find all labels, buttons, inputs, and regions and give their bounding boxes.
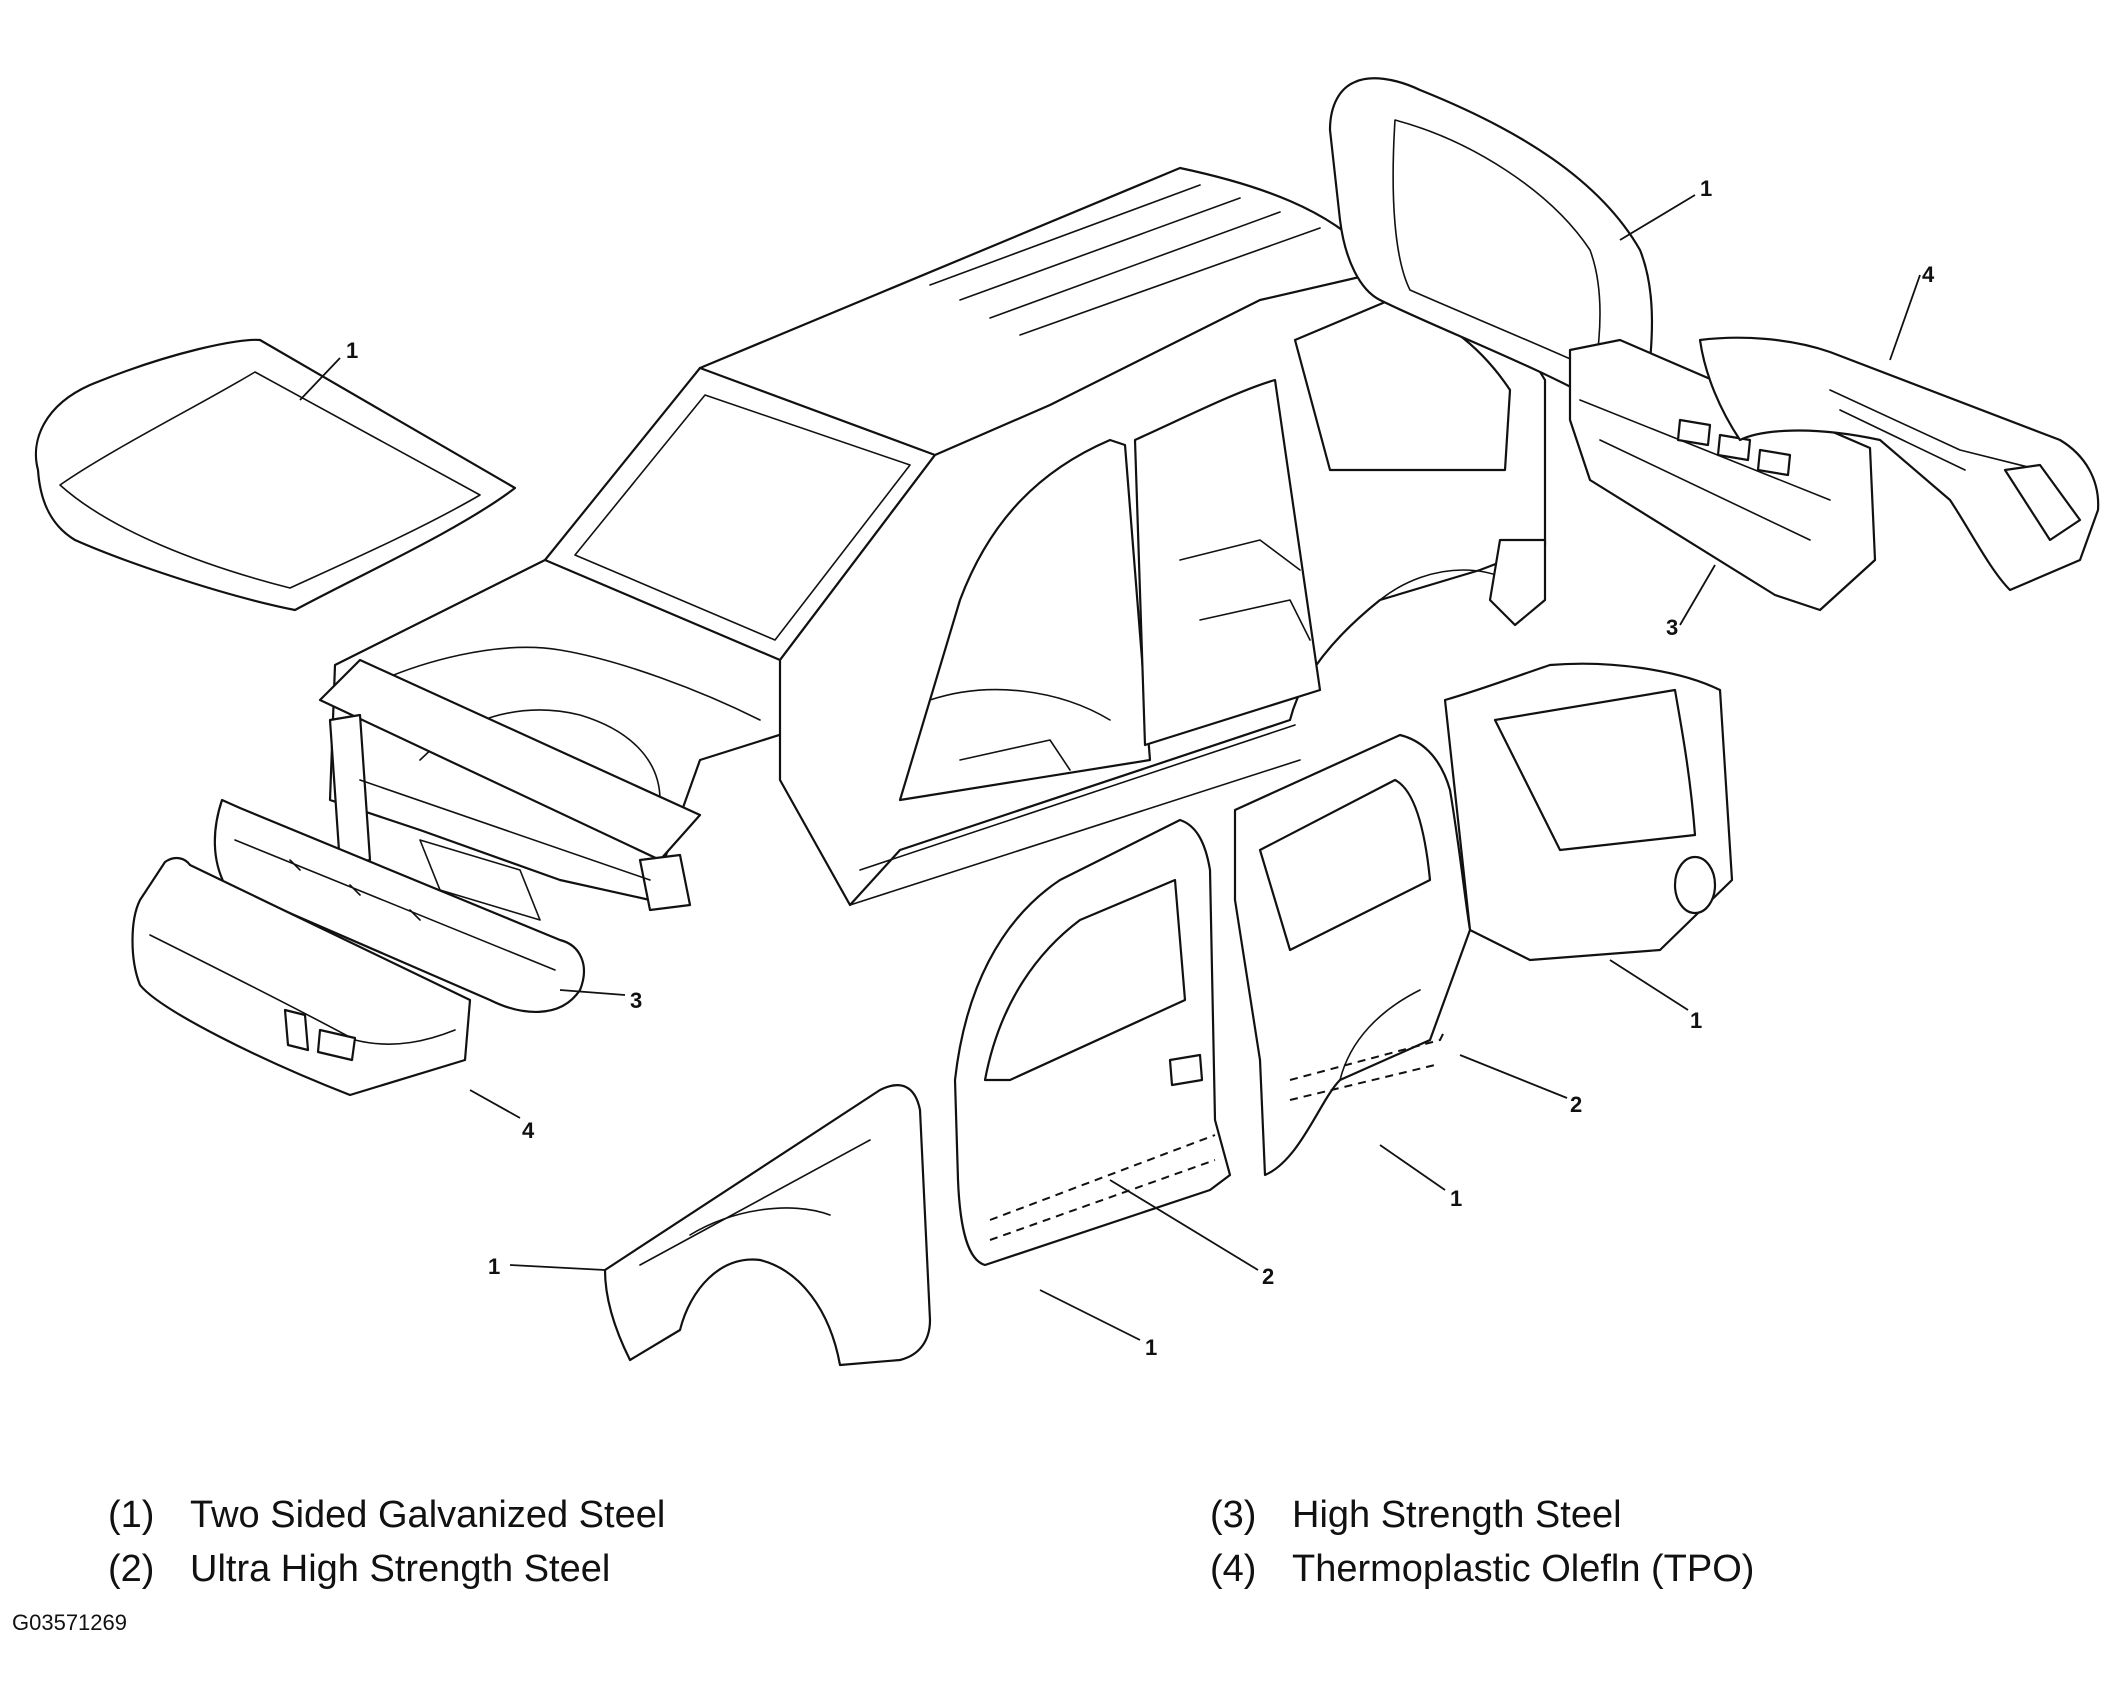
callout-front-fender: 1 [488, 1254, 500, 1279]
callout-numbers: 1 1 4 3 3 4 1 2 1 1 2 1 [346, 176, 1935, 1360]
callout-quarter-panel: 1 [1690, 1008, 1702, 1033]
body-shell [318, 166, 1547, 921]
leader-lines [299, 194, 1921, 1341]
callout-rear-fascia: 4 [1922, 262, 1935, 287]
quarter-panel [1443, 662, 1734, 962]
front-fender [603, 1084, 932, 1367]
callout-front-door: 1 [1145, 1335, 1157, 1360]
legend-left: (1) Two Sided Galvanized Steel (2) Ultra… [108, 1488, 665, 1596]
legend-item: (1) Two Sided Galvanized Steel [108, 1488, 665, 1542]
figure-id: G03571269 [12, 1610, 127, 1635]
legend-item: (3) High Strength Steel [1210, 1488, 1754, 1542]
front-bumper-bar [213, 798, 585, 1014]
legend-text: High Strength Steel [1292, 1494, 1622, 1536]
front-fascia [131, 856, 472, 1097]
legend-number: (1) [108, 1494, 155, 1536]
callout-front-fascia: 4 [522, 1118, 535, 1143]
rear-bumper-bar [1568, 338, 1877, 612]
callout-front-bumper-bar: 3 [630, 988, 642, 1013]
legend-text: Ultra High Strength Steel [190, 1548, 611, 1590]
legend-text: Thermoplastic Olefln (TPO) [1292, 1548, 1755, 1590]
legend-item: (2) Ultra High Strength Steel [108, 1542, 665, 1596]
callout-front-door-beam: 2 [1262, 1264, 1274, 1289]
legend-number: (4) [1210, 1548, 1257, 1590]
callout-rear-door: 1 [1450, 1186, 1462, 1211]
front-door [953, 818, 1232, 1267]
legend-number: (2) [108, 1548, 155, 1590]
callout-rear-door-beam: 2 [1570, 1092, 1582, 1117]
legend-item: (4) Thermoplastic Olefln (TPO) [1210, 1542, 1754, 1596]
rear-fascia [1698, 336, 2100, 592]
legend-number: (3) [1210, 1494, 1257, 1536]
legend-text: Two Sided Galvanized Steel [190, 1494, 666, 1536]
callout-rear-bumper-bar: 3 [1666, 615, 1678, 640]
legend-right: (3) High Strength Steel (4) Thermoplasti… [1210, 1488, 1754, 1596]
callout-liftgate: 1 [1700, 176, 1712, 201]
rear-door [1233, 733, 1472, 1177]
callout-hood: 1 [346, 338, 358, 363]
hood-panel [34, 338, 517, 612]
